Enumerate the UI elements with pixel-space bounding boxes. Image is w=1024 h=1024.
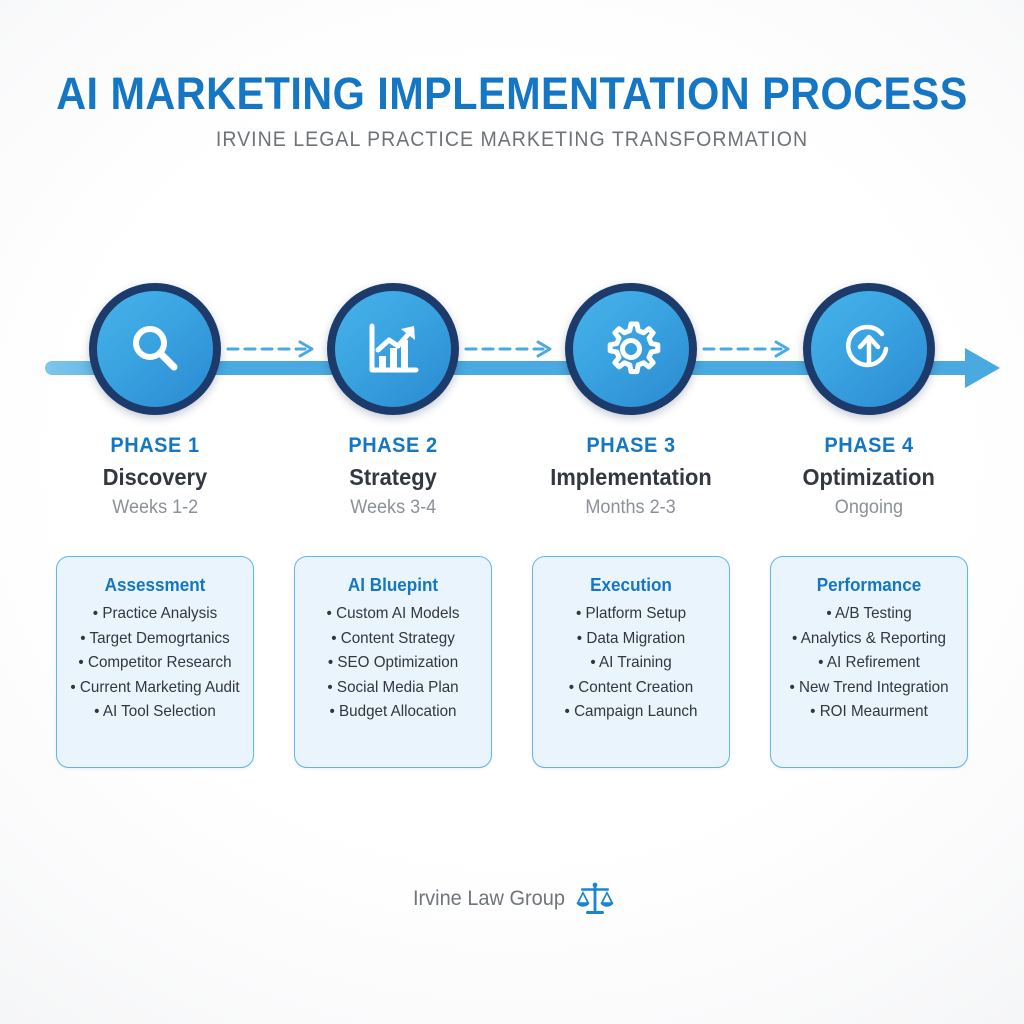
card-slot-2: AI Bluepint • Custom AI Models • Content…: [274, 556, 512, 768]
list-item: • Social Media Plan: [327, 678, 459, 696]
footer-brand-label: Irvine Law Group: [412, 887, 565, 910]
card-slot-4: Performance • A/B Testing • Analytics & …: [750, 556, 988, 768]
gear-icon: [607, 321, 661, 375]
list-item: • AI Tool Selection: [94, 703, 216, 720]
list-item: • Competitor Research: [78, 654, 232, 671]
phase-item-2[interactable]: PHASE 2 Strategy Weeks 3-4: [274, 283, 512, 519]
card-items-3: • Platform Setup • Data Migration • AI T…: [541, 602, 721, 725]
detail-card-list: Assessment • Practice Analysis • Target …: [36, 556, 988, 768]
phase-item-3[interactable]: PHASE 3 Implementation Months 2-3: [512, 283, 750, 519]
phase-duration-2: Weeks 3-4: [350, 497, 436, 518]
list-item: • Analytics & Reporting: [791, 629, 947, 647]
list-item: • Data Migration: [576, 629, 686, 647]
list-item: • Platform Setup: [575, 605, 687, 622]
card-slot-1: Assessment • Practice Analysis • Target …: [36, 556, 274, 768]
page-title: AI MARKETING IMPLEMENTATION PROCESS: [56, 68, 968, 119]
phase-duration-3: Months 2-3: [585, 497, 677, 518]
footer: Irvine Law Group: [0, 880, 1024, 918]
card-title-1: Assessment: [104, 575, 206, 595]
phase-name-2: Strategy: [349, 464, 437, 490]
phase-duration-1: Weeks 1-2: [112, 497, 198, 518]
card-title-2: AI Bluepint: [347, 575, 439, 595]
phase-label-2: PHASE 2: [348, 434, 438, 457]
phase-circle-fill-3: [565, 283, 697, 415]
phase-label-4: PHASE 4: [824, 434, 914, 457]
list-item: • New Trend Integration: [789, 678, 949, 696]
list-item: • Target Demogrtanics: [80, 629, 230, 647]
list-item: • Budget Allocation: [329, 703, 457, 720]
phase-item-1[interactable]: PHASE 1 Discovery Weeks 1-2: [36, 283, 274, 519]
card-title-3: Execution: [590, 575, 672, 595]
card-slot-3: Execution • Platform Setup • Data Migrat…: [512, 556, 750, 768]
phase-name-3: Implementation: [550, 464, 712, 490]
card-items-1: • Practice Analysis • Target Demogrtanic…: [65, 602, 245, 725]
list-item: • ROI Meaurment: [810, 703, 928, 720]
magnifier-icon: [133, 326, 178, 371]
list-item: • Current Marketing Audit: [70, 678, 240, 696]
list-item: • Practice Analysis: [92, 605, 218, 622]
phase-duration-4: Ongoing: [834, 497, 904, 518]
refresh-up-arrow-icon: [846, 324, 889, 368]
list-item: • Content Strategy: [331, 629, 455, 647]
phase-item-4[interactable]: PHASE 4 Optimization Ongoing: [750, 283, 988, 519]
card-items-2: • Custom AI Models • Content Strategy • …: [303, 602, 483, 725]
phase-name-1: Discovery: [102, 464, 208, 490]
phase-circle-3[interactable]: [565, 283, 697, 415]
phase-circle-fill-1: [89, 283, 221, 415]
list-item: • A/B Testing: [826, 605, 912, 622]
list-item: • SEO Optimization: [327, 654, 459, 671]
header: AI MARKETING IMPLEMENTATION PROCESS IRVI…: [0, 68, 1024, 153]
list-item: • Campaign Launch: [564, 703, 698, 720]
phase-name-4: Optimization: [802, 464, 936, 490]
phase-circle-fill-4: [803, 283, 935, 415]
list-item: • AI Refirement: [818, 654, 920, 671]
detail-card-2[interactable]: AI Bluepint • Custom AI Models • Content…: [294, 556, 492, 768]
phase-circle-2[interactable]: [327, 283, 459, 415]
page-subtitle: IRVINE LEGAL PRACTICE MARKETING TRANSFOR…: [215, 128, 809, 151]
detail-card-4[interactable]: Performance • A/B Testing • Analytics & …: [770, 556, 968, 768]
detail-card-3[interactable]: Execution • Platform Setup • Data Migrat…: [532, 556, 730, 768]
phase-label-1: PHASE 1: [110, 434, 200, 457]
bar-chart-growth-icon: [369, 323, 419, 373]
scales-of-justice-icon: [576, 882, 614, 914]
phase-label-3: PHASE 3: [586, 434, 676, 457]
list-item: • Custom AI Models: [326, 605, 460, 622]
card-items-4: • A/B Testing • Analytics & Reporting • …: [779, 602, 959, 725]
phase-list: PHASE 1 Discovery Weeks 1-2 PHASE 2: [36, 283, 988, 519]
detail-card-1[interactable]: Assessment • Practice Analysis • Target …: [56, 556, 254, 768]
list-item: • AI Training: [590, 654, 672, 671]
list-item: • Content Creation: [568, 678, 694, 696]
phase-circle-4[interactable]: [803, 283, 935, 415]
phase-circle-fill-2: [327, 283, 459, 415]
phase-circle-1[interactable]: [89, 283, 221, 415]
card-title-4: Performance: [816, 575, 922, 595]
